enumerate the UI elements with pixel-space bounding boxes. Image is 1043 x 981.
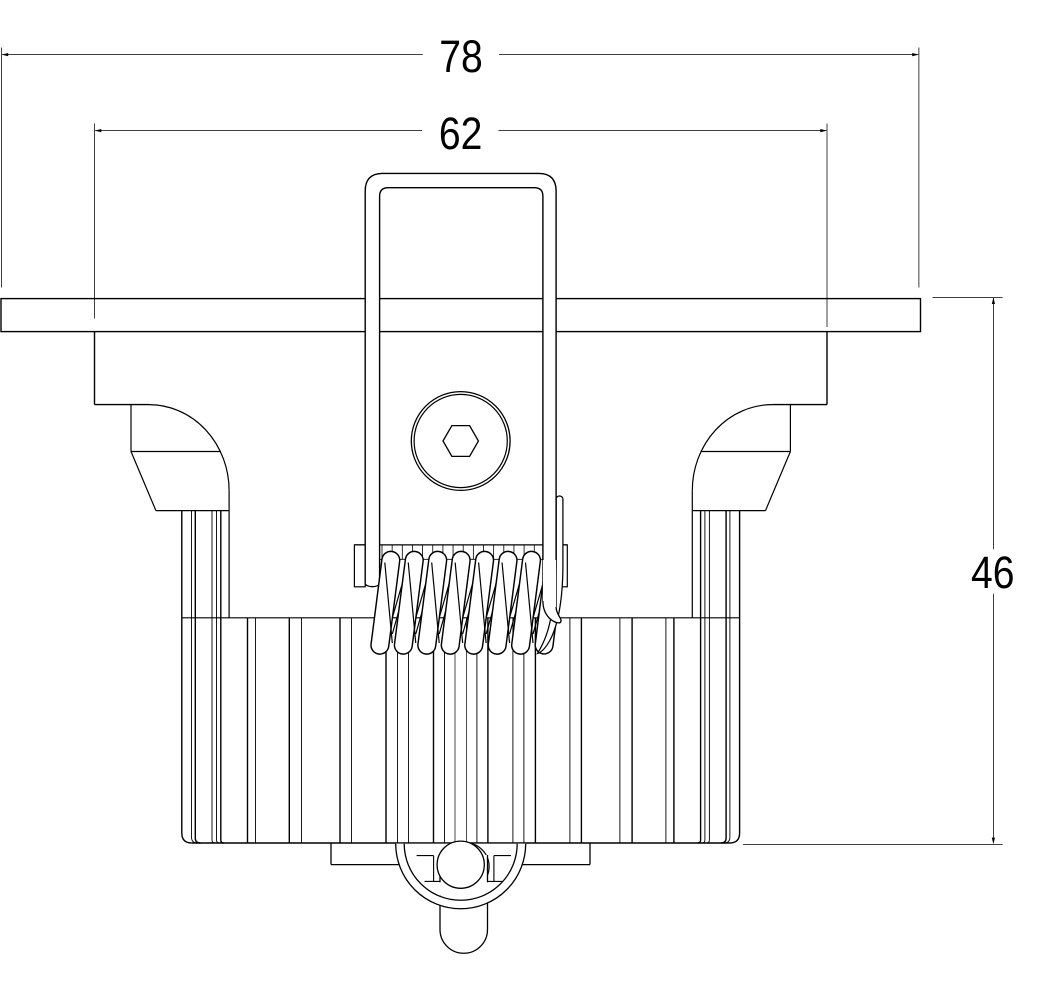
svg-text:62: 62 — [439, 108, 483, 159]
svg-text:46: 46 — [971, 547, 1015, 598]
svg-text:78: 78 — [439, 31, 483, 82]
